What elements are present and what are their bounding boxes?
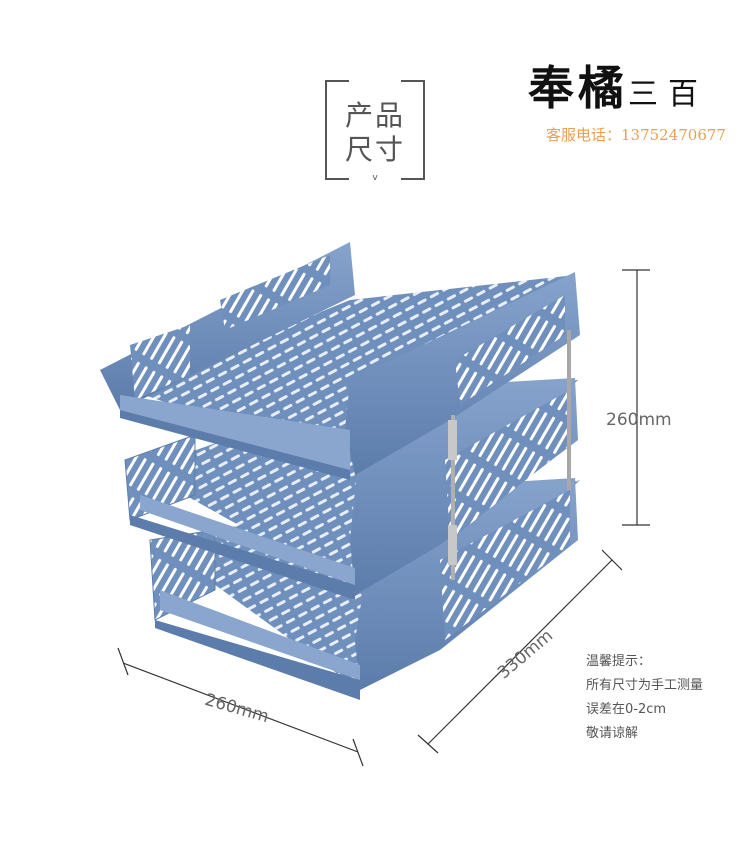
measurement-note: 温馨提示： 所有尺寸为手工测量 误差在0-2cm 敬请谅解: [586, 650, 703, 746]
brand-name-main: 奉橘: [528, 61, 628, 115]
note-line: 误差在0-2cm: [586, 702, 667, 717]
frame-side: [423, 102, 425, 158]
section-title-line1: 产品: [344, 99, 405, 132]
section-title-frame: 产品 尺寸 v: [325, 80, 425, 183]
brand-logo: 奉橘三百: [528, 52, 738, 115]
chevron-down-icon: v: [369, 174, 381, 183]
width-dimension-line: [117, 647, 364, 767]
frame-side: [325, 102, 327, 158]
frame-corner: [401, 156, 425, 180]
depth-dimension-line: [417, 549, 623, 754]
section-title-line2: 尺寸: [344, 133, 405, 166]
height-label: 260mm: [606, 410, 672, 430]
note-heading: 温馨提示：: [586, 654, 652, 669]
frame-corner: [401, 80, 425, 104]
frame-corner: [325, 80, 349, 104]
height-dimension-line: [622, 269, 650, 526]
tray-top: [100, 242, 580, 480]
brand-name-tail: 三百: [628, 77, 708, 112]
frame-corner: [325, 156, 349, 180]
service-phone: 客服电话：13752470677: [546, 126, 726, 144]
note-line: 敬请谅解: [586, 726, 639, 741]
note-line: 所有尺寸为手工测量: [586, 678, 704, 693]
support-rods: [448, 330, 571, 580]
